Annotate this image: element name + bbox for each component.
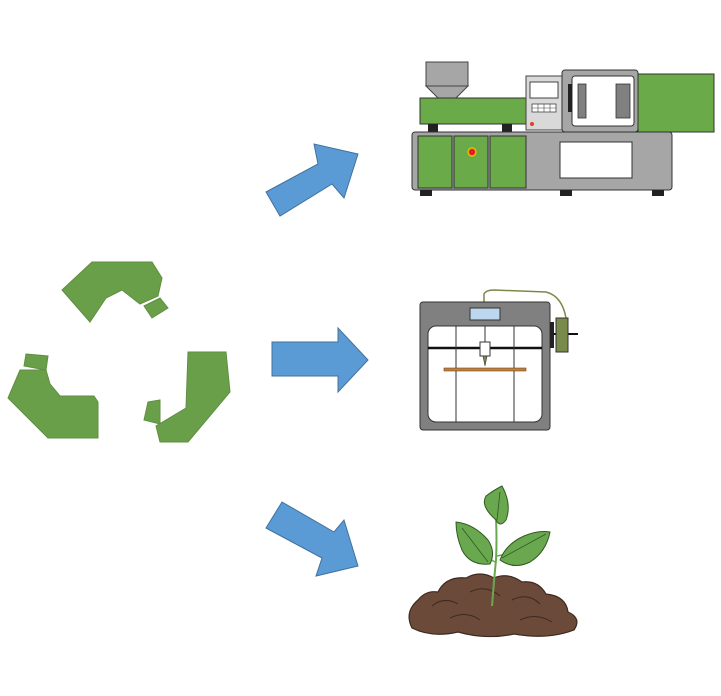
leaf-right xyxy=(499,531,551,566)
recycle-arm-left xyxy=(7,369,99,439)
arrow-down-right xyxy=(265,501,359,577)
mold-block xyxy=(637,73,715,133)
base-panel xyxy=(559,141,633,179)
hopper xyxy=(425,61,469,87)
barrel xyxy=(419,97,527,125)
control-screen xyxy=(529,81,559,99)
print-bed xyxy=(443,367,527,372)
base-door-1 xyxy=(417,135,453,189)
recycle-arm-top xyxy=(61,261,163,323)
recycle-arrowhead-top xyxy=(143,297,169,319)
print-head xyxy=(479,341,491,357)
filament-cable xyxy=(483,289,567,319)
base-door-3 xyxy=(489,135,527,189)
3d-printer-icon xyxy=(419,289,578,431)
printer-display xyxy=(469,307,501,321)
arrow-right xyxy=(271,326,369,394)
recycle-symbol-icon xyxy=(7,261,231,443)
recycle-arrowhead-left xyxy=(23,353,49,371)
leaf-left xyxy=(455,521,494,565)
injection-molding-machine-icon xyxy=(411,61,715,196)
plant-stem xyxy=(491,517,498,607)
recycle-arrowhead-right xyxy=(143,399,161,425)
plant-in-soil-icon xyxy=(408,485,578,638)
arrows xyxy=(265,143,369,577)
red-button xyxy=(467,147,477,157)
base-door-2 xyxy=(453,135,489,189)
filament-spool xyxy=(555,317,569,353)
hopper-funnel xyxy=(424,85,470,99)
recycle-arm-right xyxy=(155,351,231,443)
leaf-top xyxy=(483,485,509,525)
arrow-up-right xyxy=(265,143,359,217)
